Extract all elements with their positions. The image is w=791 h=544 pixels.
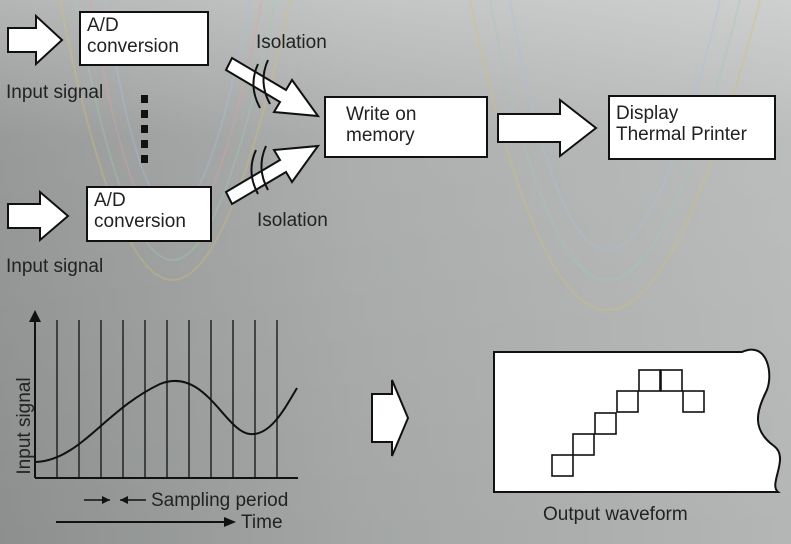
output-waveform-caption: Output waveform [543, 504, 688, 525]
time-label: Time [241, 512, 283, 533]
ad-box-1-line1: A/D [87, 15, 119, 36]
memory-box-line2: memory [346, 125, 415, 146]
ad-conversion-box-2: A/D conversion [86, 186, 212, 242]
isolation-arrow-1 [224, 56, 321, 118]
display-printer-box: Display Thermal Printer [608, 95, 776, 160]
ad-conversion-box-1: A/D conversion [79, 11, 209, 66]
memory-box: Write on memory [324, 96, 488, 158]
isolation-mark-2 [250, 145, 269, 195]
input-arrow-1 [7, 13, 64, 67]
output-steps [551, 369, 705, 477]
sampling-period-label: Sampling period [151, 490, 289, 511]
display-box-line2: Thermal Printer [616, 124, 747, 145]
input-waveform [35, 380, 298, 463]
ad-box-2-line2: conversion [94, 211, 186, 232]
memory-box-line1: Write on [346, 104, 417, 125]
isolation-arrow-2 [224, 144, 321, 206]
channel-ellipsis [141, 95, 148, 163]
output-arrow [497, 97, 598, 159]
display-box-line1: Display [616, 103, 679, 124]
ad-box-1-line2: conversion [87, 36, 179, 57]
isolation-label-1: Isolation [256, 32, 327, 53]
sampling-chart [29, 310, 298, 527]
conversion-arrow [371, 379, 410, 457]
input-arrow-2 [7, 189, 70, 243]
output-paper [493, 348, 781, 493]
y-axis-label: Input signal [14, 377, 35, 475]
input-signal-label-2: Input signal [6, 256, 104, 277]
ad-box-2-line1: A/D [94, 190, 126, 211]
isolation-mark-1 [252, 59, 271, 109]
input-signal-label-1: Input signal [6, 82, 104, 103]
isolation-label-2: Isolation [257, 210, 328, 231]
